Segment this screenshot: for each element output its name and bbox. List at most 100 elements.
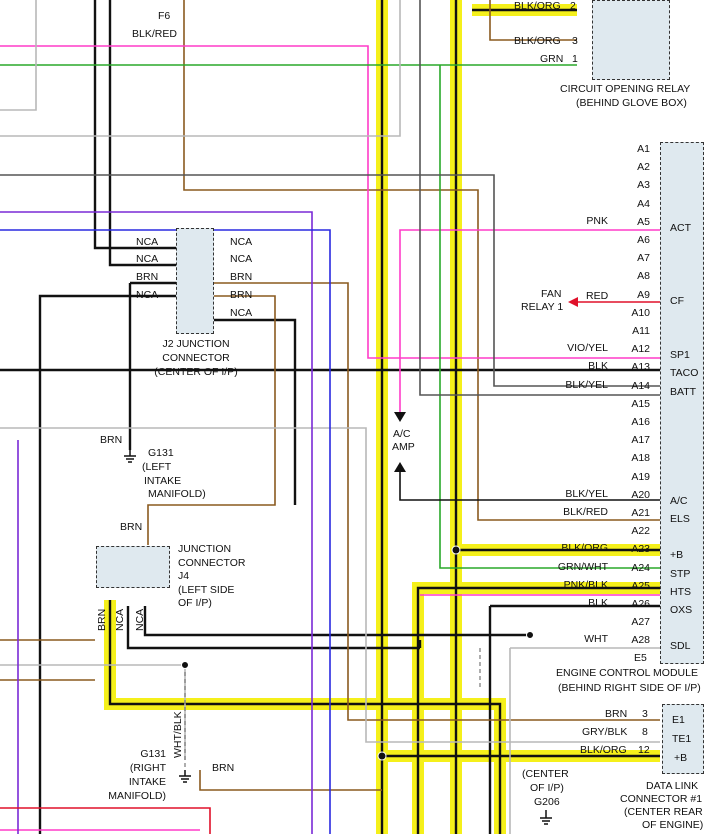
ecm-title-2: (BEHIND RIGHT SIDE OF I/P) <box>558 682 701 694</box>
ecm-pin-a23: A23 <box>631 543 650 555</box>
j4-wire-top: BRN <box>120 521 143 533</box>
pink-wires <box>0 45 660 831</box>
purple-wires <box>0 211 313 834</box>
ecm-pin-a11: A11 <box>632 325 650 337</box>
fan-relay-wire: RED <box>586 290 609 302</box>
g131-right-name: G131 <box>140 748 166 760</box>
g131-left-line3: MANIFOLD) <box>148 488 206 500</box>
ecm-wire-a12: VIO/YEL <box>567 342 608 354</box>
splice-dot <box>526 631 534 639</box>
dlc-wire-1: BRN <box>605 708 628 720</box>
j4-bottom-wire-3: NCA <box>134 608 146 631</box>
g131-right-wire-vertical: WHT/BLK <box>172 711 184 758</box>
ecm-wire-a20: BLK/YEL <box>565 488 608 500</box>
ecm-function-a20: A/C <box>670 495 688 507</box>
highlighted-harness <box>104 0 660 834</box>
dashed-wires <box>184 648 481 770</box>
dlc-title-3: (CENTER REAR <box>624 806 703 818</box>
ecm-function-a5: ACT <box>670 222 691 234</box>
dlc-wire-2: GRY/BLK <box>582 726 628 738</box>
dlc-wire-3: BLK/ORG <box>580 744 627 756</box>
dlc-func-2: TE1 <box>672 733 692 745</box>
g131-left-line2: INTAKE <box>144 475 182 487</box>
ecm-pin-a10: A10 <box>631 307 650 319</box>
fan-relay-arrow <box>568 297 578 307</box>
ecm-wire-a21: BLK/RED <box>563 506 608 518</box>
relay-title-2: (BEHIND GLOVE BOX) <box>576 97 687 109</box>
j2-right-4: BRN <box>230 289 253 301</box>
ecm-wire-a14: BLK/YEL <box>565 379 608 391</box>
dark-grey-wires <box>0 0 660 396</box>
g131-right-line3: MANIFOLD) <box>108 790 166 802</box>
dlc-pin-2: 8 <box>642 726 648 738</box>
ecm-pin-a17: A17 <box>631 434 650 446</box>
splice-dot <box>181 661 189 669</box>
ecm-function-a26: OXS <box>670 604 693 616</box>
j2-junction-connector <box>176 228 214 334</box>
j2-right-1: NCA <box>230 236 253 248</box>
g131-right-line1: (RIGHT <box>129 762 166 774</box>
dlc-func-3: +B <box>674 752 688 764</box>
ecm-pin-a6: A6 <box>637 234 650 246</box>
j4-title-2: CONNECTOR <box>178 557 246 569</box>
j2-left-1: NCA <box>136 236 159 248</box>
dlc-title-4: OF ENGINE) <box>642 819 704 831</box>
g131-right-line2: INTAKE <box>128 776 166 788</box>
dlc-title-1: DATA LINK <box>646 780 699 792</box>
g131-left-line1: (LEFT <box>142 461 172 473</box>
ac-amp-line2: AMP <box>392 441 415 453</box>
j4-bottom-wire-2: NCA <box>114 608 126 631</box>
ecm-pin-a27: A27 <box>631 616 650 628</box>
ecm-pin-a15: A15 <box>631 398 650 410</box>
j4-title-3: J4 <box>178 570 190 582</box>
dlc-func-1: E1 <box>672 714 685 726</box>
ecm-pin-a2: A2 <box>637 161 650 173</box>
j2-left-3: BRN <box>136 271 159 283</box>
g131-right-wire: BRN <box>212 762 235 774</box>
ecm-function-a13: TACO <box>670 367 699 379</box>
fan-relay-line2: RELAY 1 <box>521 301 564 313</box>
j4-title-1: JUNCTION <box>178 543 232 555</box>
ecm-pin-a16: A16 <box>631 416 650 428</box>
j2-left-2: NCA <box>136 253 159 265</box>
ecm-pin-e5: E5 <box>634 652 647 664</box>
wire-grn: GRN <box>540 53 564 65</box>
relay-pin-3: 3 <box>572 35 578 47</box>
ecm-pin-a8: A8 <box>637 270 650 282</box>
ground-symbol <box>124 450 136 463</box>
data-link-connector <box>662 704 704 774</box>
blue-wires <box>0 229 331 834</box>
ecm-title-1: ENGINE CONTROL MODULE <box>556 667 698 679</box>
ac-amp-line1: A/C <box>393 428 411 440</box>
g206-line1: (CENTER <box>522 768 569 780</box>
ac-amp-arrow-down <box>394 412 406 422</box>
ecm-wire-a26: BLK <box>588 597 608 609</box>
ecm-function-a21: ELS <box>670 513 690 525</box>
relay-title-1: CIRCUIT OPENING RELAY <box>560 83 691 95</box>
splice-dot <box>451 545 461 555</box>
ecm-pin-a26: A26 <box>631 598 650 610</box>
j2-right-3: BRN <box>230 271 253 283</box>
g206-name: G206 <box>534 796 560 808</box>
ecm-wire-a5: PNK <box>586 215 608 227</box>
relay-pin-1: 1 <box>572 53 578 65</box>
brown-wires <box>0 0 660 791</box>
j2-right-2: NCA <box>230 253 253 265</box>
ecm-pin-a20: A20 <box>631 489 650 501</box>
relay-pin-f6: F6 <box>158 10 171 22</box>
ecm-pin-a1: A1 <box>637 143 650 155</box>
ecm-wire-a25: PNK/BLK <box>563 579 608 591</box>
dlc-pin-1: 3 <box>642 708 648 720</box>
j2-title-2: CONNECTOR <box>162 352 230 364</box>
ecm-pin-a22: A22 <box>631 525 650 537</box>
ecm-wire-a28: WHT <box>584 633 608 645</box>
ecm-pin-a24: A24 <box>631 562 650 574</box>
ecm-function-a24: STP <box>670 568 691 580</box>
ecm-pin-a5: A5 <box>637 216 650 228</box>
relay-pin-2: 2 <box>570 0 576 12</box>
g131-left-name: G131 <box>148 447 174 459</box>
ecm-function-a14: BATT <box>670 386 697 398</box>
wire-blk-red: BLK/RED <box>132 28 177 40</box>
